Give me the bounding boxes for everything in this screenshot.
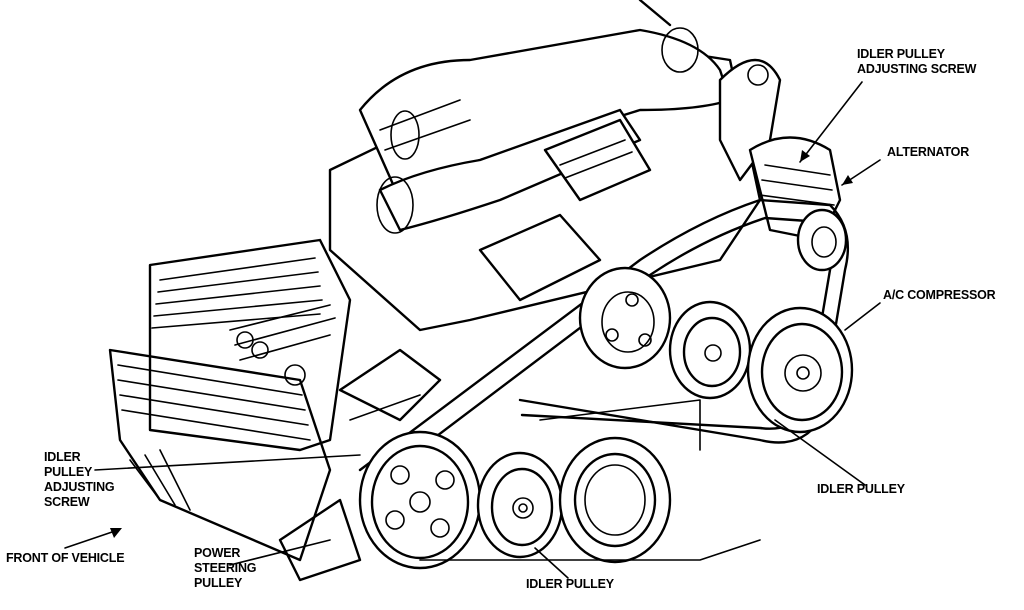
label-line: IDLER	[44, 450, 81, 464]
label-idler-pulley-right: IDLER PULLEY	[817, 482, 905, 496]
leader-lines	[64, 81, 881, 579]
label-line: ADJUSTING SCREW	[857, 62, 977, 76]
leader-power-steering	[229, 539, 331, 566]
power-steering-pulley	[358, 430, 482, 570]
label-idler-screw-left: IDLER PULLEY ADJUSTING SCREW	[44, 450, 115, 510]
idler-pulley-bottom	[476, 451, 564, 559]
leader-idler-screw-left	[94, 454, 361, 471]
valve-cover-lower	[108, 348, 332, 562]
ac-compressor-pulley	[746, 306, 854, 434]
label-front-of-vehicle: FRONT OF VEHICLE	[6, 551, 125, 565]
lower-bracket	[278, 399, 761, 582]
valve-cover-left	[148, 238, 352, 452]
front-arrow-head	[110, 528, 122, 538]
label-line: SCREW	[44, 495, 90, 509]
leader-idler-bottom	[534, 547, 569, 579]
label-alternator: ALTERNATOR	[887, 145, 970, 159]
alternator-pulley	[796, 208, 848, 272]
leader-idler-right	[774, 419, 866, 486]
label-line: IDLER PULLEY	[857, 47, 945, 61]
crankshaft-pulley	[558, 436, 672, 564]
intake-manifold	[328, 0, 762, 332]
leader-idler-screw-top	[799, 81, 863, 163]
label-line: PULLEY	[44, 465, 93, 479]
wiring-harness	[229, 304, 442, 422]
label-idler-pulley-bottom: IDLER PULLEY	[526, 577, 614, 591]
label-line: STEERING	[194, 561, 257, 575]
label-line: ADJUSTING	[44, 480, 115, 494]
label-line: PULLEY	[194, 576, 243, 590]
label-ac-compressor: A/C COMPRESSOR	[883, 288, 996, 302]
idler-pulley-middle	[668, 300, 752, 400]
label-power-steering: POWER STEERING PULLEY	[194, 546, 257, 591]
label-idler-screw-top: IDLER PULLEY ADJUSTING SCREW	[857, 47, 976, 77]
front-arrow-line	[64, 529, 119, 549]
leader-ac-compressor	[844, 302, 881, 331]
water-pump-pulley	[578, 266, 672, 370]
label-line: POWER	[194, 546, 241, 560]
